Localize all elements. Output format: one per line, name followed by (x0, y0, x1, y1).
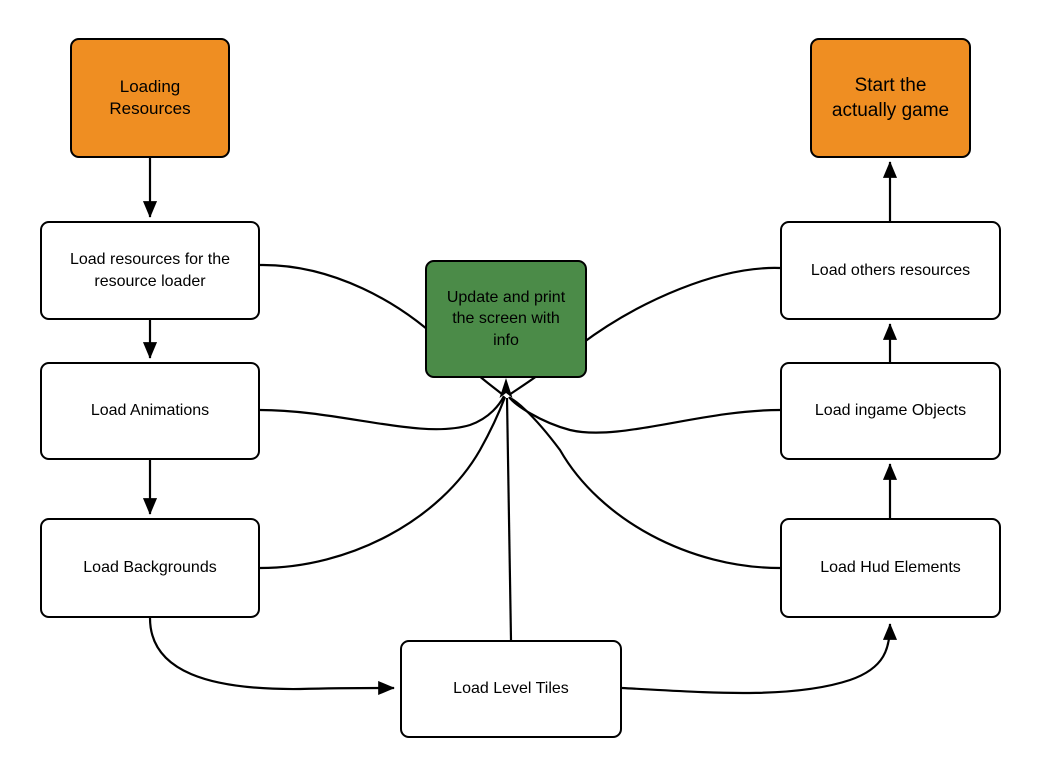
node-label: Load Backgrounds (83, 559, 217, 577)
edge-hud-to-update (509, 397, 781, 570)
node-label: Load Level Tiles (453, 680, 569, 698)
node-load-resources-for-resource-loader[interactable]: Load resources for the resource loader (40, 221, 260, 320)
edge-backgrounds-to-update (259, 396, 507, 570)
node-load-animations[interactable]: Load Animations (40, 362, 260, 460)
node-start-actually-game[interactable]: Start the actually game (810, 38, 971, 158)
node-label: Load resources for the resource loader (69, 251, 231, 290)
node-load-level-tiles[interactable]: Load Level Tiles (400, 640, 622, 738)
node-label: Update and print the screen with info (446, 289, 566, 349)
node-load-others-resources[interactable]: Load others resources (780, 221, 1001, 320)
node-label: Load Animations (90, 402, 210, 420)
node-load-hud-elements[interactable]: Load Hud Elements (780, 518, 1001, 618)
edge-leveltiles-to-hud (621, 623, 898, 695)
node-load-backgrounds[interactable]: Load Backgrounds (40, 518, 260, 618)
edge-backgrounds-to-leveltiles (148, 617, 395, 696)
edge-ingame-to-update (508, 396, 781, 434)
node-load-ingame-objects[interactable]: Load ingame Objects (780, 362, 1001, 460)
node-update-and-print-screen[interactable]: Update and print the screen with info (425, 260, 587, 378)
node-loading-resources[interactable]: Loading Resources (70, 38, 230, 158)
edge-animations-to-update (259, 395, 505, 431)
node-label: Start the actually game (831, 74, 950, 121)
node-label: Load others resources (810, 261, 971, 279)
node-label: Load Hud Elements (820, 559, 961, 577)
node-label: Loading Resources (109, 76, 191, 118)
update-print-arrowhead (499, 378, 513, 398)
edge-leveltiles-to-update (505, 397, 513, 641)
node-label: Load ingame Objects (814, 402, 967, 420)
